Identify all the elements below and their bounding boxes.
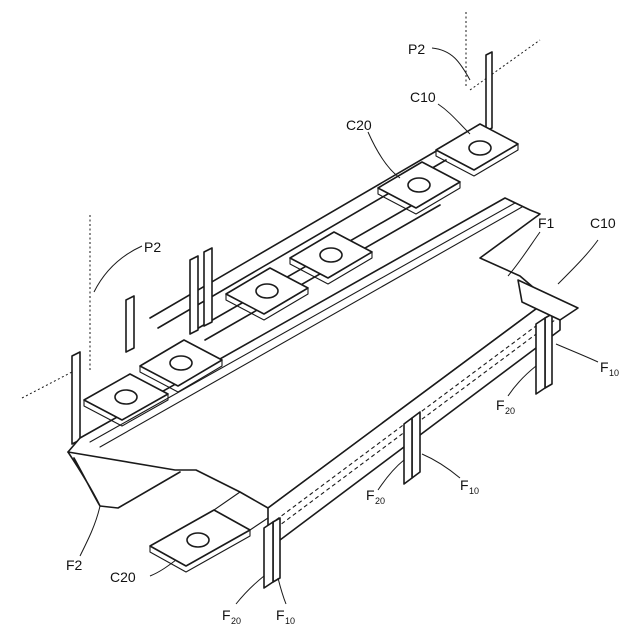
terminal-plate-c10-top (436, 124, 518, 176)
label-f20-mid: F 20 (366, 487, 385, 506)
pin-left-3 (204, 248, 212, 326)
terminal-plate-3 (226, 268, 308, 320)
pin-left-2 (190, 256, 198, 334)
label-f10-mid: F 10 (460, 477, 479, 496)
label-c20-bottom: C20 (110, 569, 136, 585)
pin-left-1 (126, 296, 134, 352)
pin-p2-top (486, 52, 492, 131)
label-c10-top: C10 (410, 89, 436, 105)
leader-c10-right (558, 240, 598, 284)
label-f20-bottom: F 20 (222, 607, 241, 626)
reference-line-left-diag (22, 372, 72, 398)
leader-f20-bottom (236, 576, 264, 604)
leg-f10-bottom (273, 518, 280, 582)
leader-c20-bottom (150, 560, 176, 576)
svg-text:10: 10 (609, 368, 619, 378)
label-f20-right: F 20 (496, 397, 515, 416)
svg-text:20: 20 (505, 406, 515, 416)
pin-left-outer (72, 352, 80, 444)
svg-text:F: F (366, 487, 375, 503)
leader-f10-right (556, 344, 598, 362)
svg-text:10: 10 (285, 616, 295, 626)
leader-f2 (80, 506, 100, 556)
svg-text:F: F (276, 607, 285, 623)
label-f2: F2 (66, 557, 83, 573)
leader-f10-bottom (278, 578, 286, 604)
terminal-plate-c20-bottom (150, 492, 268, 572)
leg-f10-right (545, 314, 552, 388)
label-c20-top: C20 (346, 117, 372, 133)
label-p2-top: P2 (408, 41, 425, 57)
leader-f20-right (508, 366, 536, 396)
leader-f1 (508, 232, 540, 276)
leader-f10-mid (422, 454, 460, 478)
label-c10-right: C10 (590, 215, 616, 231)
svg-text:F: F (496, 397, 505, 413)
leg-f20-mid (404, 418, 412, 484)
terminal-plate-4 (290, 232, 372, 284)
leader-p2-top (432, 48, 470, 80)
leader-p2-left (94, 246, 142, 292)
leader-c20-top (368, 132, 400, 178)
svg-text:20: 20 (375, 496, 385, 506)
reference-line-top-diag (470, 40, 540, 90)
svg-text:F: F (460, 477, 469, 493)
svg-text:F: F (600, 359, 609, 375)
svg-text:10: 10 (469, 486, 479, 496)
label-f10-right: F 10 (600, 359, 619, 378)
label-f1: F1 (538, 215, 555, 231)
leader-c10-top (438, 104, 470, 134)
leg-f20-bottom (264, 522, 273, 588)
label-f10-bottom: F 10 (276, 607, 295, 626)
svg-text:20: 20 (231, 616, 241, 626)
leg-f10-mid (412, 412, 420, 478)
label-p2-left: P2 (144, 239, 161, 255)
leg-f20-right (536, 318, 545, 394)
svg-text:F: F (222, 607, 231, 623)
